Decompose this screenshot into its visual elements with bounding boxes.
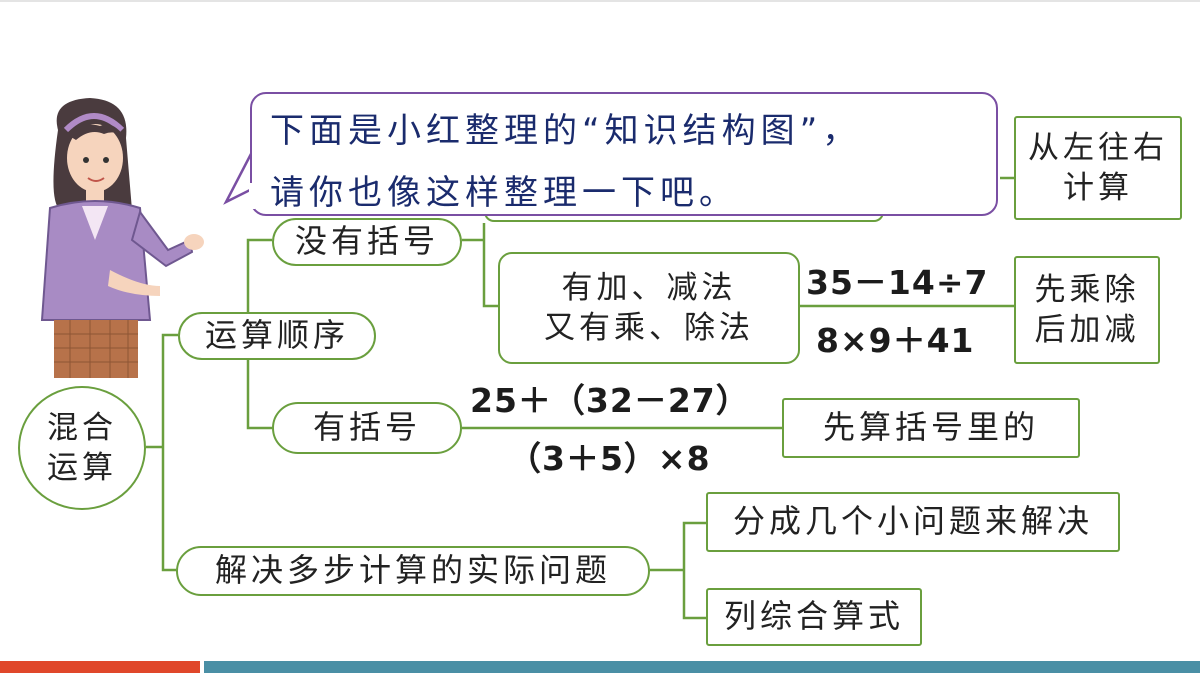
- left-to-right-node: 从左往右 计算: [1014, 116, 1182, 220]
- mixed-example-1: 35－14÷7: [806, 263, 989, 302]
- root-node: 混合 运算: [18, 386, 146, 510]
- paren-first-node: 先算括号里的: [782, 398, 1080, 458]
- mul-div-first-node: 先乘除 后加减: [1014, 256, 1160, 364]
- with-paren-node: 有括号: [272, 402, 462, 454]
- footer-bar-teal: [204, 661, 1200, 673]
- split-problems-node: 分成几个小问题来解决: [706, 492, 1120, 552]
- top-border: [0, 0, 1200, 2]
- speech-bubble: 下面是小红整理的“知识结构图”， 请你也像这样整理一下吧。: [250, 92, 998, 216]
- teacher-illustration: [40, 98, 204, 378]
- multistep-node: 解决多步计算的实际问题: [176, 546, 650, 596]
- mixed-ops-node: 有加、减法 又有乘、除法: [498, 252, 800, 364]
- paren-example-1: 25＋（32－27）: [470, 381, 750, 420]
- no-paren-connector: [462, 223, 498, 308]
- footer-bar-red: [0, 661, 200, 673]
- root-connector: [146, 333, 178, 572]
- paren-example-2: （3＋5）×8: [508, 439, 711, 478]
- combined-formula-node: 列综合算式: [706, 588, 922, 646]
- bubble-line-1: 下面是小红整理的“知识结构图”，: [270, 111, 862, 151]
- mixed-example-2: 8×9＋41: [816, 321, 975, 360]
- bubble-line-2: 请你也像这样整理一下吧。: [270, 173, 738, 213]
- bubble-tail-cover: [249, 183, 255, 209]
- order-node: 运算顺序: [178, 312, 376, 360]
- no-paren-node: 没有括号: [272, 218, 462, 266]
- multistep-connector: [650, 521, 706, 620]
